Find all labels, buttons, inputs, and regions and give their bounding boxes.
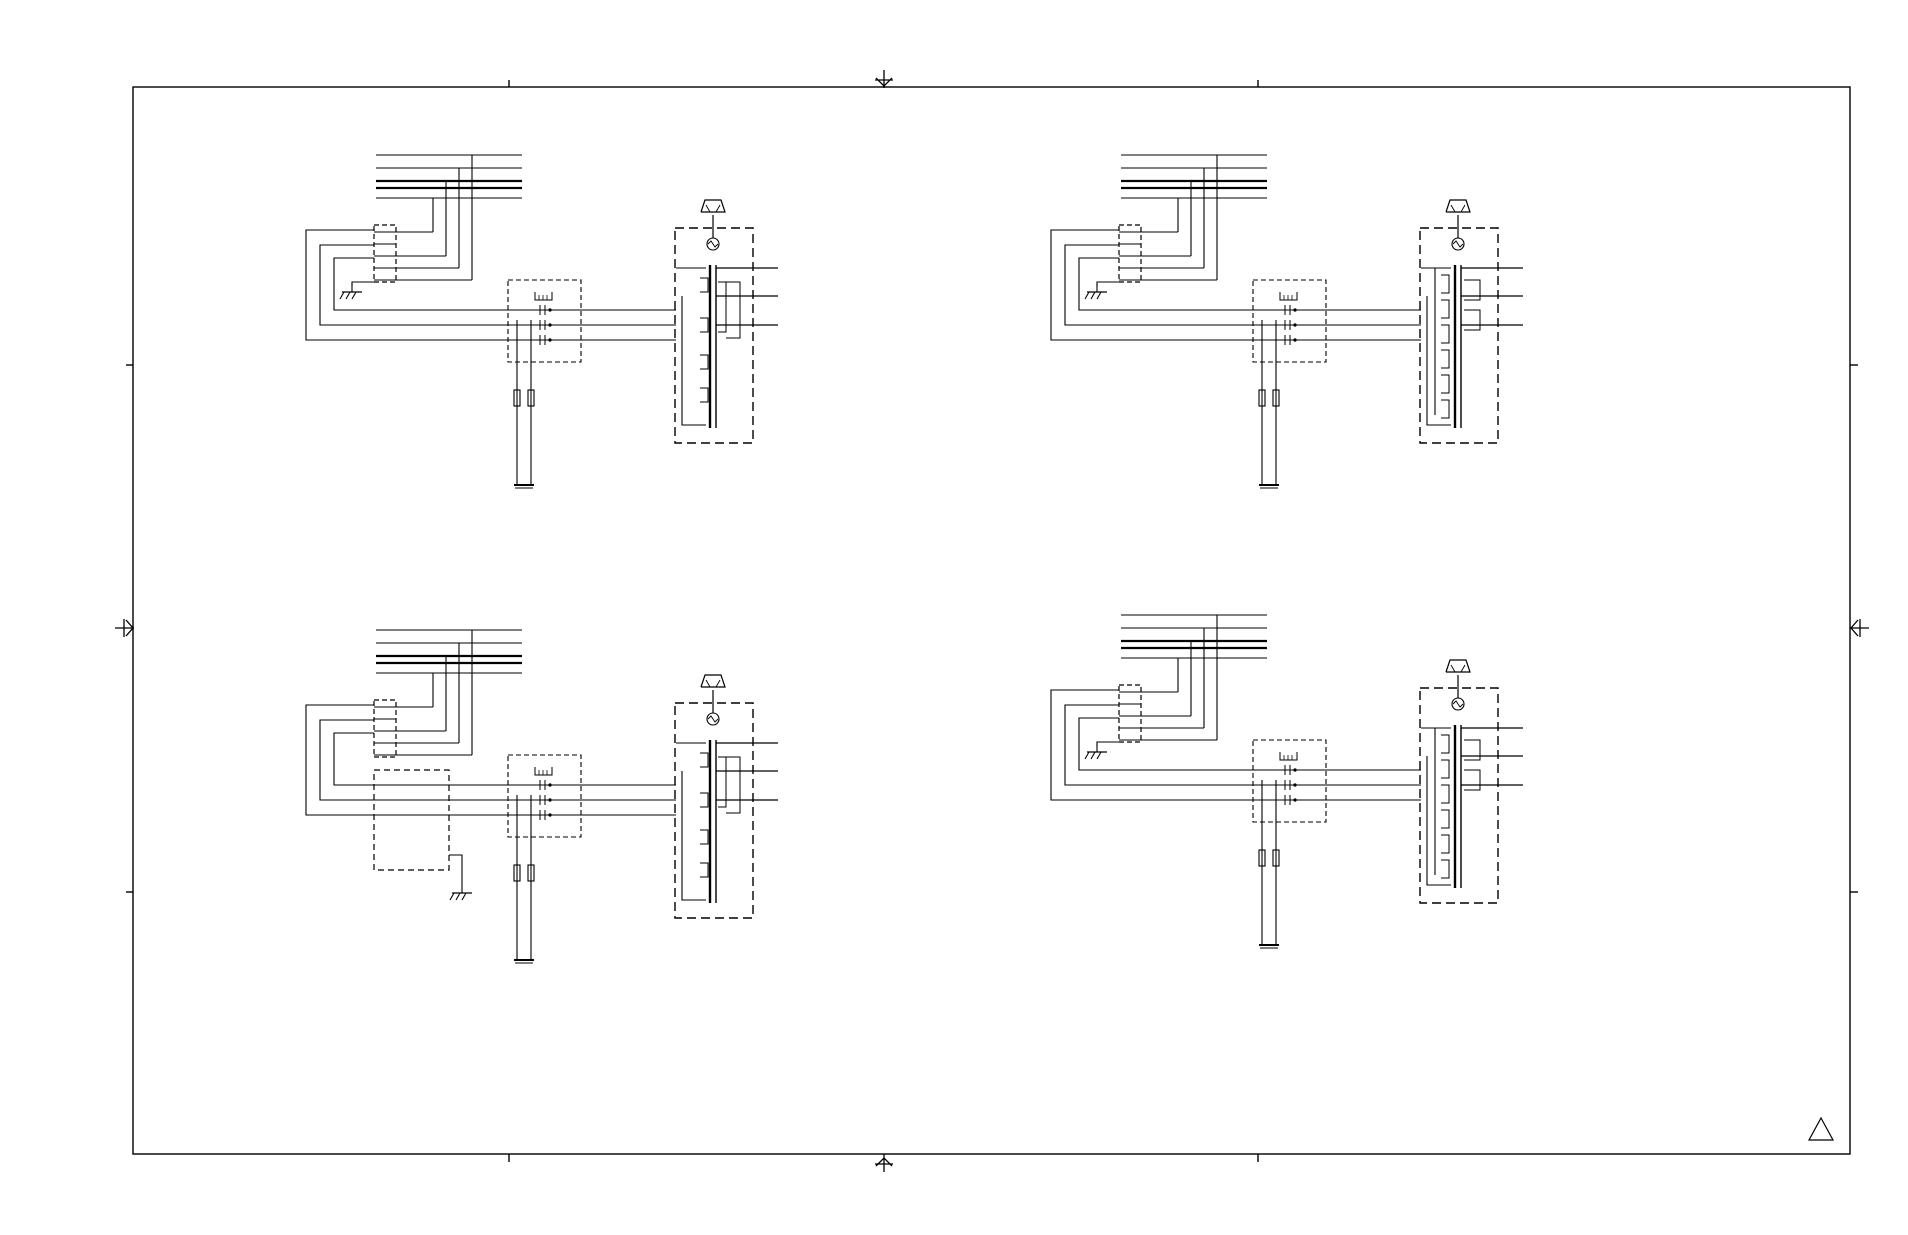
connector-block bbox=[1118, 224, 1217, 283]
capacitor-box bbox=[507, 279, 582, 363]
busbar-lines bbox=[1121, 154, 1267, 280]
fuse-icon bbox=[1272, 849, 1280, 867]
capacitor-box bbox=[1252, 739, 1327, 823]
transformer-cabinet bbox=[1419, 659, 1523, 904]
generator-icon bbox=[1445, 659, 1471, 711]
center-arrow-top bbox=[875, 70, 893, 88]
feeder-lines bbox=[1050, 229, 1421, 341]
busbar-lines bbox=[376, 629, 522, 755]
transformer-cabinet bbox=[1419, 199, 1523, 444]
fuse-pair bbox=[1258, 320, 1280, 489]
fuse-icon bbox=[513, 389, 521, 407]
fuse-icon bbox=[1272, 389, 1280, 407]
ground-icon bbox=[449, 885, 472, 901]
transformer-cabinet bbox=[674, 674, 778, 919]
circuit-lower-left bbox=[305, 629, 778, 964]
busbar-lines bbox=[1121, 614, 1267, 740]
fuse-icon bbox=[513, 864, 521, 882]
connector-block bbox=[1118, 684, 1217, 743]
fuse-icon bbox=[1258, 389, 1266, 407]
capacitor-box bbox=[507, 754, 582, 838]
center-arrow-right bbox=[1850, 619, 1869, 637]
connector-block bbox=[373, 699, 472, 758]
transformer-cabinet bbox=[674, 199, 778, 444]
ground-icon bbox=[1084, 284, 1107, 300]
feeder-lines bbox=[1050, 689, 1421, 801]
busbar-lines bbox=[376, 154, 522, 280]
ground-icon bbox=[339, 284, 362, 300]
generator-icon bbox=[700, 199, 726, 251]
connector-block bbox=[373, 224, 472, 283]
ground-icon bbox=[1084, 744, 1107, 760]
generator-icon bbox=[700, 674, 726, 726]
feeder-lines bbox=[305, 704, 676, 901]
fuse-icon bbox=[527, 389, 535, 407]
auxiliary-box bbox=[373, 769, 450, 871]
feeder-lines bbox=[305, 229, 676, 341]
fuse-pair bbox=[513, 795, 535, 964]
triangle-icon bbox=[1807, 1116, 1835, 1141]
fuse-icon bbox=[527, 864, 535, 882]
circuit-upper-right bbox=[1050, 154, 1523, 489]
center-arrow-bottom bbox=[875, 1154, 893, 1172]
capacitor-box bbox=[1252, 279, 1327, 363]
circuit-lower-right bbox=[1050, 614, 1523, 949]
fuse-icon bbox=[1258, 849, 1266, 867]
fuse-pair bbox=[513, 320, 535, 489]
circuit-upper-left bbox=[305, 154, 778, 489]
fuse-pair bbox=[1258, 780, 1280, 949]
generator-icon bbox=[1445, 199, 1471, 251]
center-arrow-left bbox=[115, 619, 134, 637]
drawing-frame bbox=[126, 80, 1858, 1162]
